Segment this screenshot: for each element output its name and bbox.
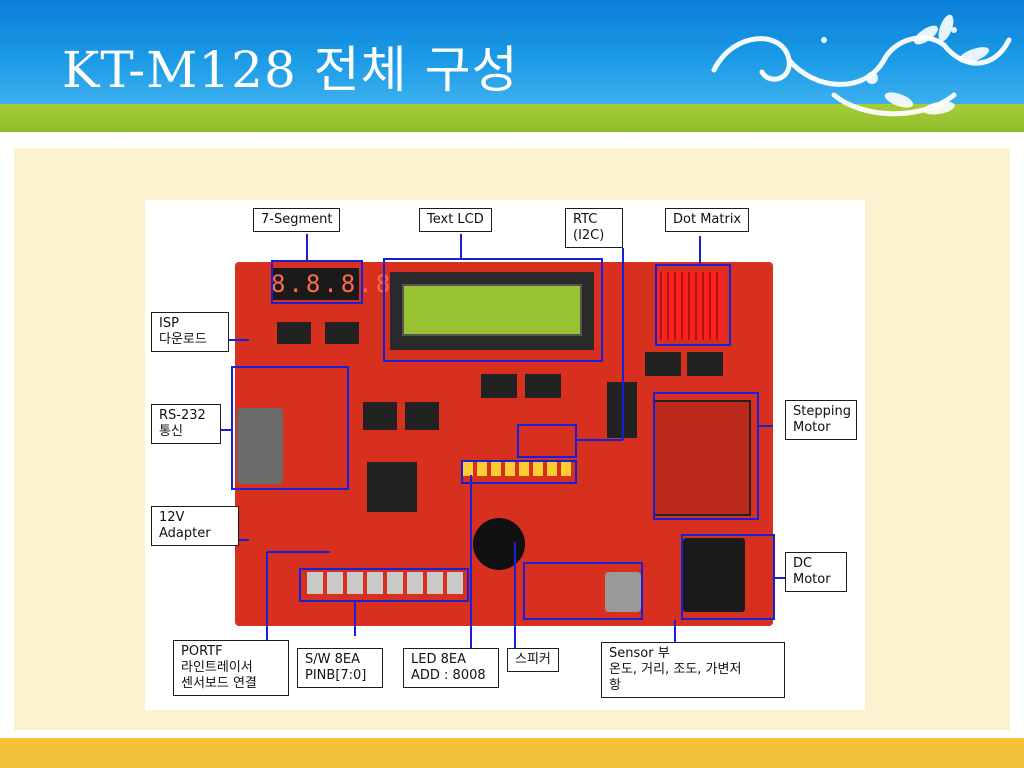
ic-chip — [687, 352, 723, 376]
ic-chip — [325, 322, 359, 344]
lcd-module — [390, 272, 594, 350]
swirl-decoration-icon — [711, 14, 1012, 117]
highlight-leds — [461, 460, 577, 484]
label-rtc: RTC(I2C) — [565, 208, 623, 248]
ic-chip — [277, 322, 311, 344]
highlight-switches — [299, 568, 469, 602]
kt-m128-board-image: 8.8.8.8 — [235, 262, 773, 626]
board-photo: 8.8.8.8 — [145, 200, 865, 710]
ic-chip — [363, 402, 397, 430]
slide-title: KT-M128 전체 구성 — [62, 41, 519, 99]
label-seven-segment: 7-Segment — [253, 208, 341, 232]
footer-band — [0, 738, 1024, 768]
highlight-rs232 — [231, 366, 349, 490]
mcu-chip — [367, 462, 417, 512]
dc-motor-driver — [683, 538, 745, 612]
led-array — [463, 462, 575, 476]
highlight-seven-segment — [271, 260, 363, 304]
label-dot-matrix: Dot Matrix — [665, 208, 750, 232]
label-text-lcd: Text LCD — [419, 208, 492, 232]
slide-header — [0, 0, 1024, 106]
label-speaker: 스피커 — [507, 648, 559, 672]
speaker-component — [473, 518, 525, 570]
highlight-text-lcd — [383, 258, 603, 362]
highlight-sensors — [523, 562, 643, 620]
highlight-stepping-motor — [653, 392, 759, 520]
db9-connector — [237, 408, 283, 484]
ic-chip — [405, 402, 439, 430]
highlight-dot-matrix — [655, 264, 731, 346]
switch-array — [307, 572, 465, 594]
highlight-rtc — [517, 424, 577, 458]
ic-chip — [525, 374, 561, 398]
ic-chip — [481, 374, 517, 398]
ic-chip — [645, 352, 681, 376]
highlight-dc-motor — [681, 534, 775, 620]
sensor-potentiometer — [605, 572, 641, 612]
dot-matrix-module — [655, 272, 723, 340]
leader-lines — [221, 234, 785, 650]
